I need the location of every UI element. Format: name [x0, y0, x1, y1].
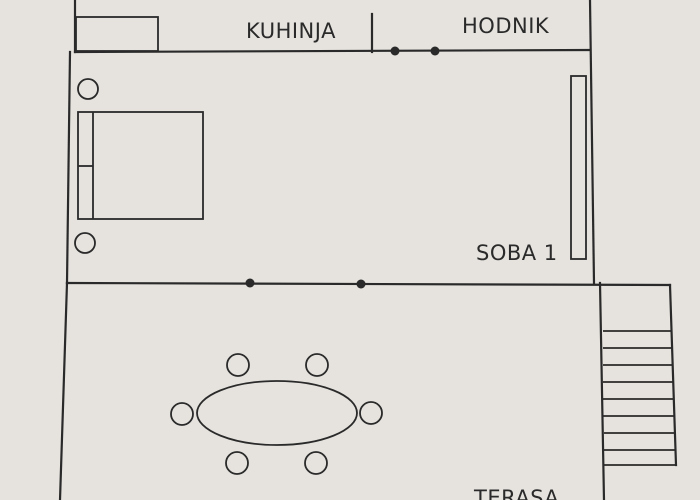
- wall-room-terrace: [65, 281, 672, 287]
- door-dot-hallway-right: [430, 46, 440, 56]
- chair-bottom-right: [304, 451, 328, 475]
- chair-top-left: [226, 353, 250, 377]
- left-wall-terrace: [58, 281, 69, 500]
- interior-walls: [65, 12, 672, 287]
- right-wall-lower: [598, 281, 606, 500]
- door-markers: [245, 46, 440, 289]
- wall-top-rooms: [73, 48, 592, 54]
- left-wall-room: [65, 50, 72, 285]
- chair-bottom-left: [225, 451, 249, 475]
- nightstand-bottom: [74, 232, 96, 254]
- room-labels: KUHINJA HODNIK SOBA 1 TERASA: [246, 14, 559, 500]
- right-wall-upper: [588, 0, 596, 285]
- terrace-furniture: [170, 353, 383, 475]
- nightstand-top: [77, 78, 99, 100]
- label-hallway: HODNIK: [462, 14, 550, 38]
- wardrobe: [570, 75, 587, 260]
- bedroom-furniture: [74, 75, 587, 260]
- chair-left: [170, 402, 194, 426]
- staircase: [603, 283, 678, 467]
- chair-right: [359, 401, 383, 425]
- outer-walls: [58, 0, 606, 500]
- dining-table: [196, 380, 358, 446]
- stair-right-edge: [668, 283, 678, 467]
- chair-top-right: [305, 353, 329, 377]
- label-terrace: TERASA: [473, 486, 559, 500]
- door-dot-terrace-left: [245, 278, 255, 288]
- kitchen-counter: [75, 16, 159, 52]
- door-dot-hallway-left: [390, 46, 400, 56]
- label-room1: SOBA 1: [476, 241, 558, 265]
- door-dot-terrace-right: [356, 279, 366, 289]
- label-kitchen: KUHINJA: [246, 19, 336, 43]
